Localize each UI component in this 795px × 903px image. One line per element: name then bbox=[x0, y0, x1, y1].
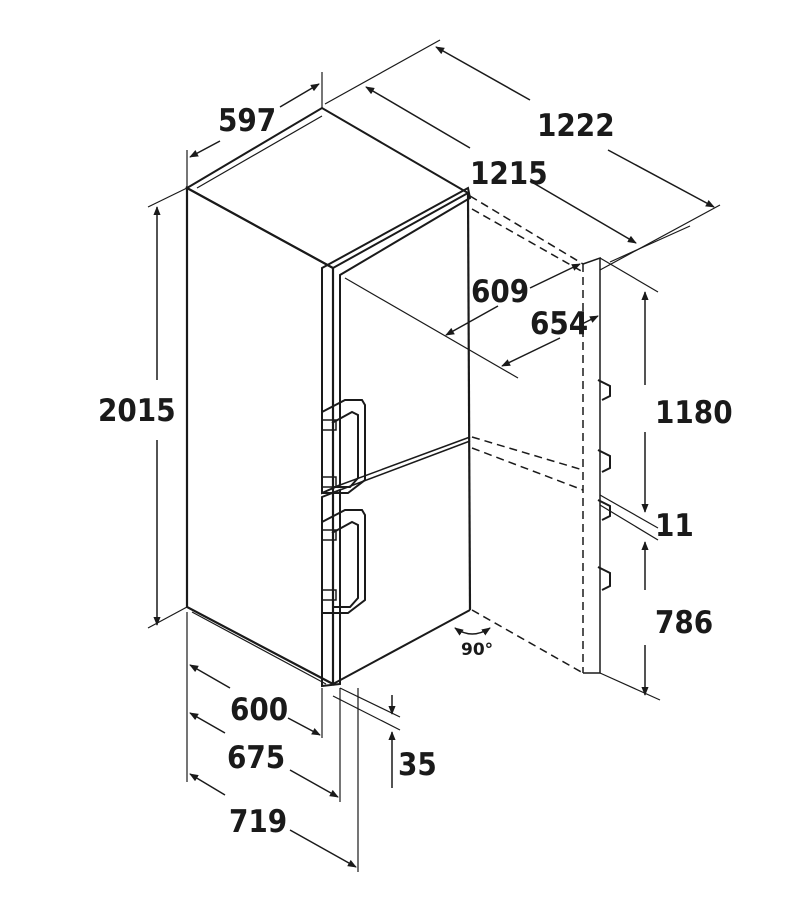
fridge-side-panel bbox=[185, 186, 335, 686]
label-1222: 1222 bbox=[537, 108, 615, 144]
dimension-654: 654 bbox=[501, 306, 599, 367]
label-35: 35 bbox=[398, 747, 437, 783]
upper-door bbox=[321, 186, 472, 495]
dimension-609: 609 bbox=[344, 263, 581, 379]
label-1180: 1180 bbox=[655, 395, 733, 431]
label-600: 600 bbox=[230, 692, 288, 728]
angle-indicator: 90° bbox=[454, 627, 493, 660]
upper-door-handle bbox=[321, 399, 366, 494]
label-angle: 90° bbox=[461, 640, 493, 660]
label-2015: 2015 bbox=[98, 393, 176, 429]
lower-door-handle bbox=[321, 509, 366, 614]
dimension-1215: 1215 bbox=[365, 86, 691, 263]
dimension-depths: 600 675 719 bbox=[186, 612, 359, 872]
open-door-handles bbox=[597, 379, 611, 591]
label-11: 11 bbox=[655, 508, 694, 544]
label-654: 654 bbox=[530, 306, 588, 342]
label-675: 675 bbox=[227, 740, 285, 776]
dimension-handle: 35 bbox=[332, 687, 437, 788]
fridge-body bbox=[184, 106, 472, 686]
label-1215: 1215 bbox=[470, 156, 548, 192]
dimension-door-heights: 1180 11 786 bbox=[599, 257, 733, 701]
label-719: 719 bbox=[229, 804, 287, 840]
dimension-height: 2015 bbox=[98, 187, 188, 629]
lower-door bbox=[321, 440, 471, 688]
dimension-width: 597 bbox=[186, 72, 323, 188]
label-786: 786 bbox=[655, 605, 713, 641]
label-609: 609 bbox=[471, 274, 529, 310]
open-door-outline bbox=[469, 195, 611, 674]
label-597: 597 bbox=[218, 103, 276, 139]
dimension-1222: 1222 bbox=[324, 39, 721, 271]
